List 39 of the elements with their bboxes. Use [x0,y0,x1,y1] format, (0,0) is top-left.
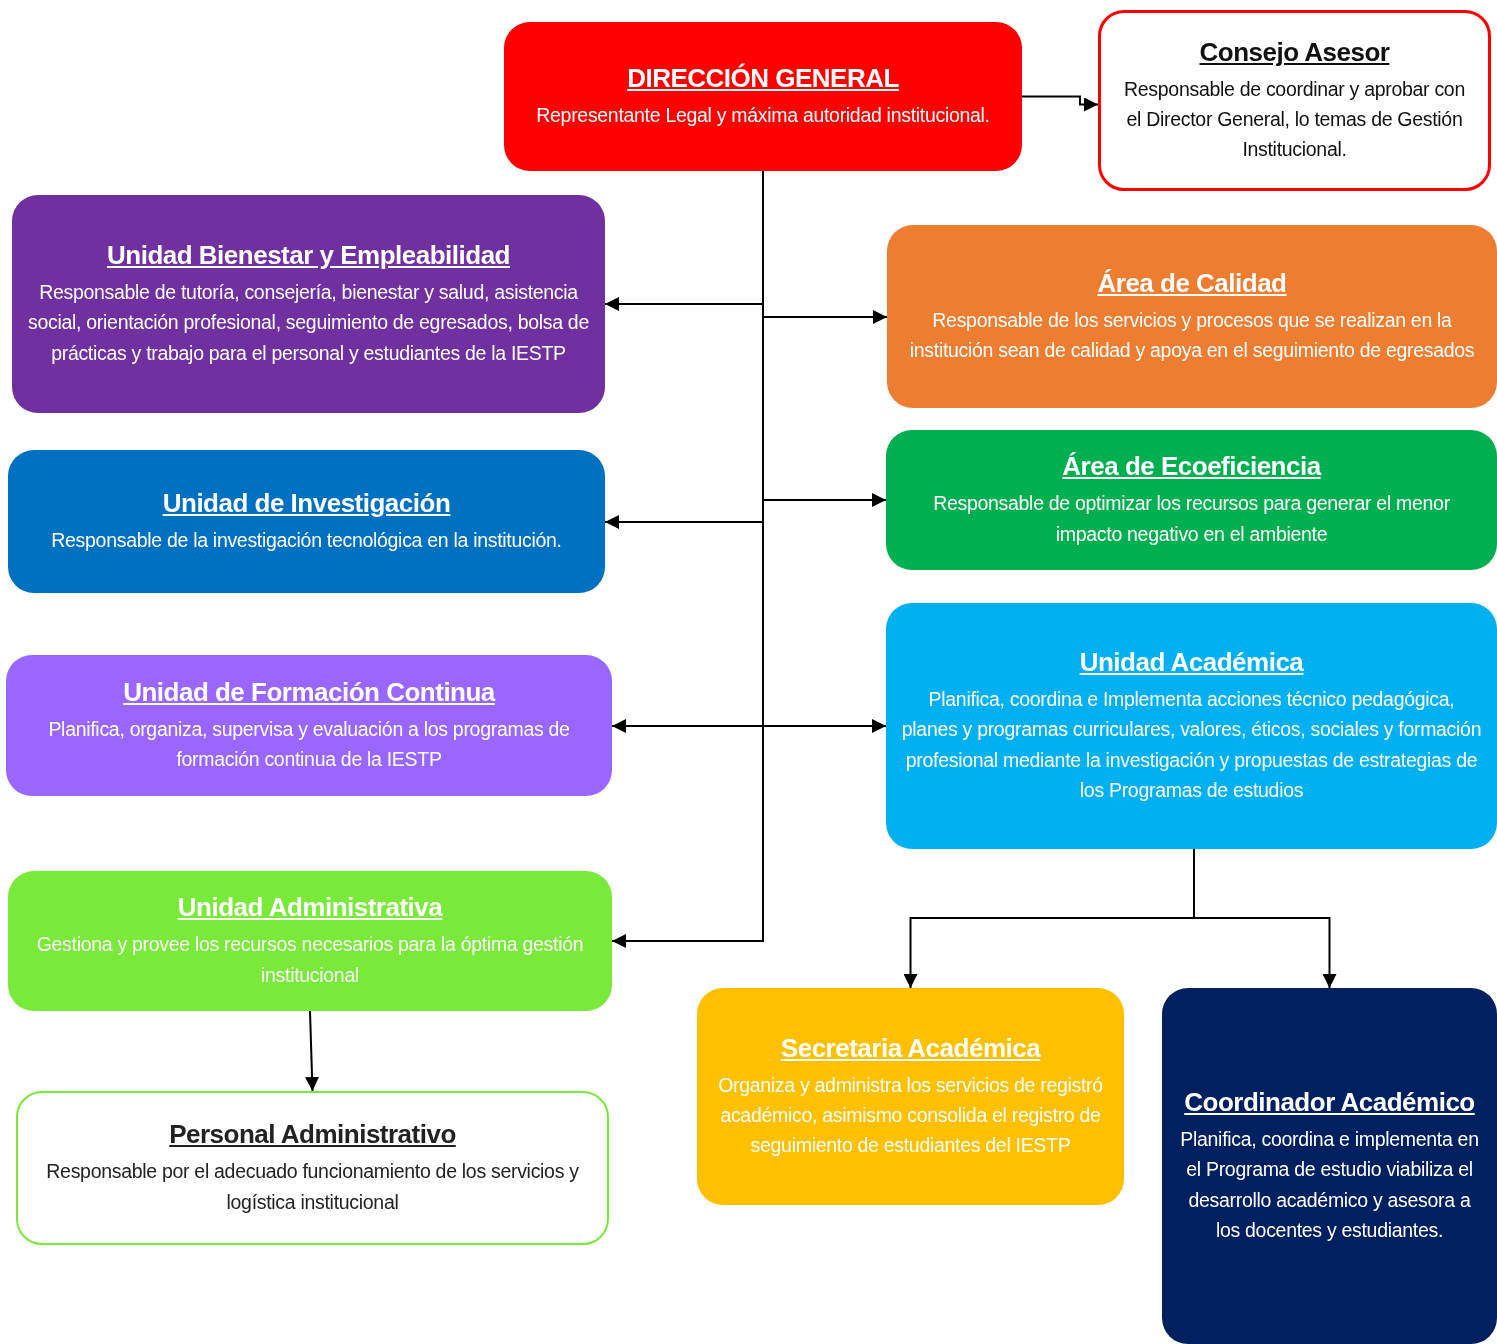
box-description: Representante Legal y máxima autoridad institucional. [536,102,990,128]
box-description: Organiza y administra los servicios de registró académico, asimismo consolida el registro de seguimiento de estudiantes del IESTP [717,1072,1104,1159]
org-box [886,603,1497,849]
box-description: Responsable por el adecuado funcionamiento de los servicios y logística institucional [45,1159,580,1215]
box-description: Responsable de los servicios y procesos que se realizan en la institución sean de calidad y apoya en el seguimiento de egresados [908,307,1476,363]
org-box [8,871,612,1011]
box-title: Secretaria Académica [780,1032,1041,1064]
box-title: Unidad de Formación Continua [123,676,495,708]
org-box [887,225,1497,408]
org-box [1162,988,1497,1344]
org-box [504,22,1022,171]
box-title: Personal Administrativo [169,1119,456,1151]
box-description: Responsable de optimizar los recursos para generar el menor impacto negativo en el ambiente [932,491,1451,547]
box-description: Planifica, coordina e implementa en el Programa de estudio viabiliza el desarrollo académico y asesora a los docentes y estudiantes. [1179,1127,1480,1243]
box-title: Coordinador Académico [1184,1087,1475,1119]
connector-arrow [1021,95,1099,112]
org-box [697,988,1124,1205]
box-title: Área de Ecoeficiencia [1062,451,1321,483]
box-title: Consejo Asesor [1199,36,1390,68]
org-box [12,195,605,413]
connector-arrow [305,1010,320,1092]
org-box [6,655,612,796]
box-title: Unidad Bienestar y Empleabilidad [107,240,510,272]
box-title: Unidad de Investigación [162,487,451,519]
box-description: Responsable de tutoría, consejería, bienestar y salud, asistencia social, orientación profesional, seguimiento de egresados, bolsa de prácticas y trabajo para el personal y estudiantes de la IESTP [27,280,590,366]
box-description: Gestiona y provee los recursos necesarios para la óptima gestión institucional [35,932,585,988]
box-description: Responsable de coordinar y aprobar con el Director General, lo temas de Gestión Institucional. [1123,76,1466,163]
box-description: Responsable de la investigación tecnológica en la institución. [51,527,562,553]
org-box [16,1091,609,1245]
org-box [1098,10,1491,191]
box-title: Área de Calidad [1097,267,1287,299]
box-title: Unidad Académica [1079,647,1304,679]
box-title: Unidad Administrativa [177,892,443,924]
box-description: Planifica, coordina e Implementa acciones técnico pedagógica, planes y programas curriculares, valores, éticos, sociales y formación profesional mediante la investigación y propuestas de estrategias de los Programas de estudios [900,687,1483,803]
box-title: DIRECCIÓN GENERAL [627,62,899,94]
connector-arrow [1193,848,1337,989]
box-description: Planifica, organiza, supervisa y evaluación a los programas de formación continua de la IESTP [47,716,571,772]
org-box [8,450,605,593]
org-box [886,430,1497,570]
